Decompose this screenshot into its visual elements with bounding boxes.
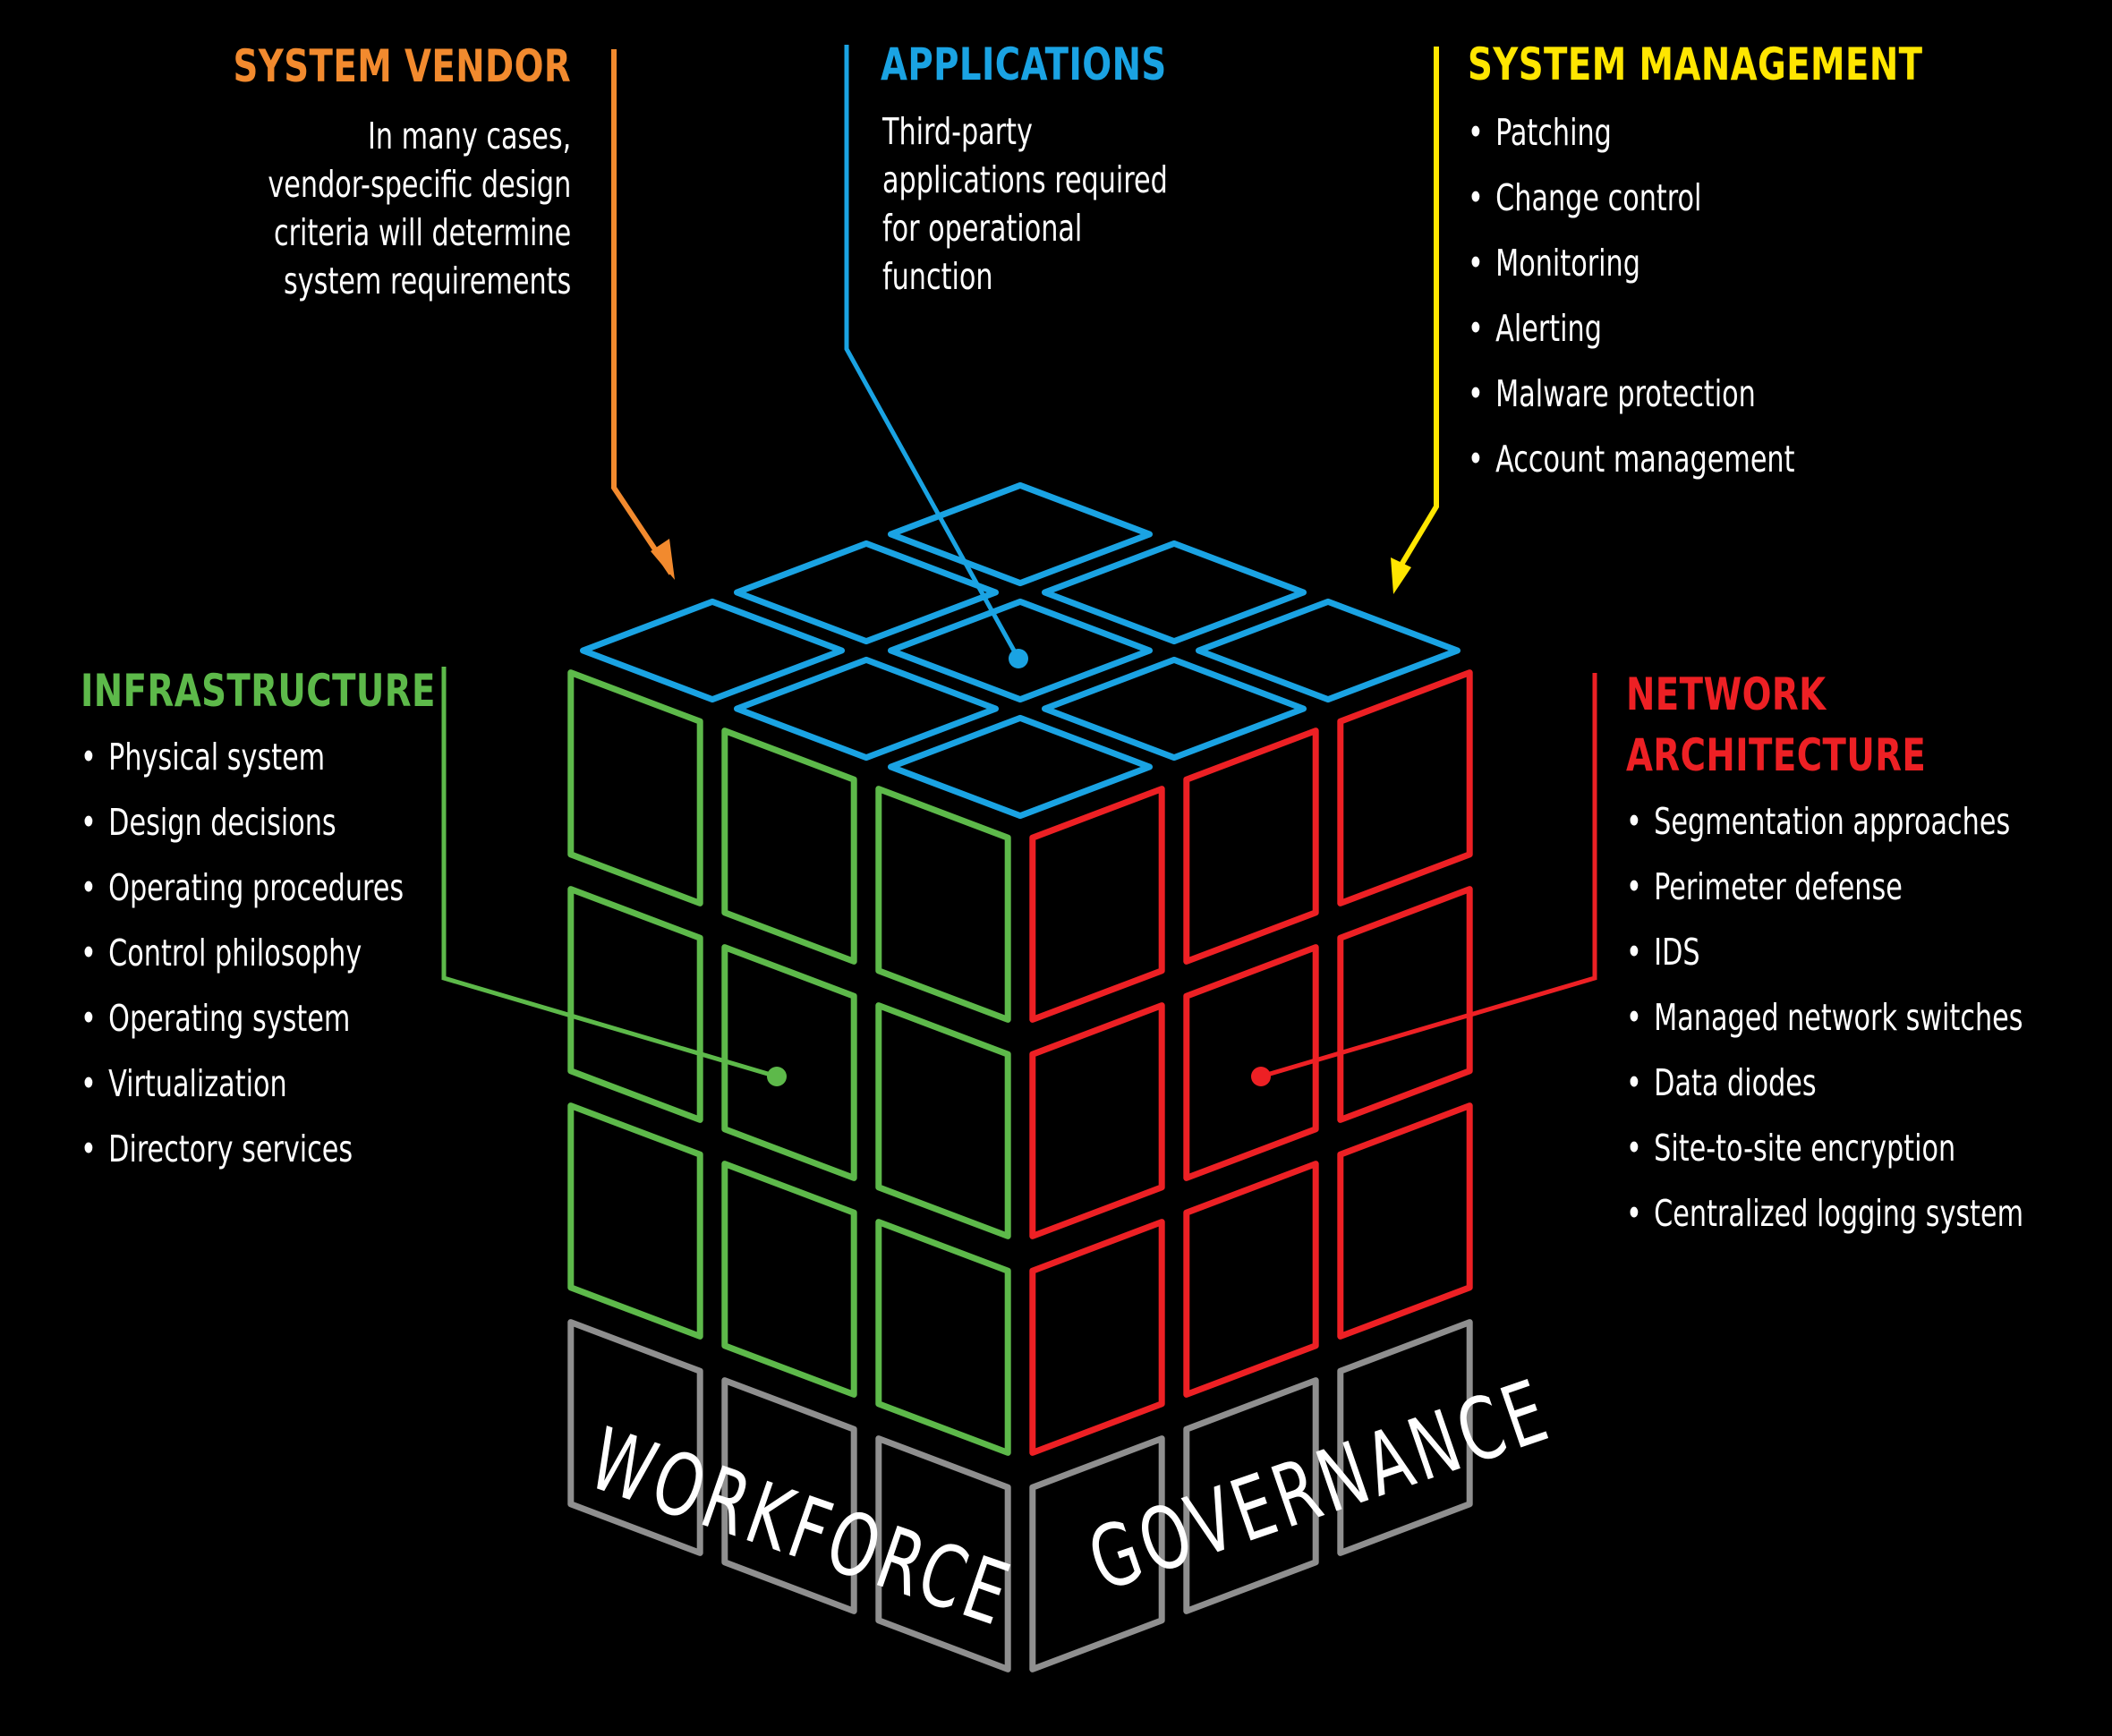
right-cell: [1029, 1219, 1165, 1456]
system-vendor-line: In many cases,: [367, 115, 571, 157]
base-right-cell: [1029, 1435, 1165, 1672]
top-cell: [1196, 598, 1461, 703]
applications-description: Third-party applications required for op…: [882, 107, 1168, 301]
left-cell: [721, 944, 857, 1181]
right-cell: [1183, 944, 1319, 1181]
top-face-applications: [580, 481, 1461, 820]
left-cell: [567, 669, 703, 906]
base-right-governance: [1029, 1319, 1473, 1672]
list-item: Centralized logging system: [1626, 1181, 2023, 1247]
applications-line: applications required: [882, 158, 1168, 201]
base-left-cell: [721, 1377, 857, 1614]
left-cell: [875, 1002, 1011, 1239]
vendor-arrow-head: [651, 539, 675, 580]
list-item: Data diodes: [1626, 1051, 2023, 1116]
base-right-cell: [1183, 1377, 1319, 1614]
base-left-workforce: [567, 1319, 1011, 1672]
left-cell: [875, 786, 1011, 1023]
network-title-line: ARCHITECTURE: [1626, 729, 1927, 781]
left-cell: [567, 886, 703, 1123]
network-title-line: NETWORK: [1626, 668, 1827, 720]
network-dot: [1251, 1067, 1271, 1086]
applications-dot: [1009, 649, 1028, 668]
system-vendor-line: vendor-specific design: [268, 163, 571, 206]
applications-leader-line: [844, 45, 1021, 660]
infrastructure-list: Physical system Design decisions Operati…: [81, 725, 404, 1182]
left-cell: [875, 1219, 1011, 1456]
base-right-cell: [1337, 1319, 1473, 1556]
list-item: Malware protection: [1468, 362, 1794, 427]
top-cell: [734, 540, 999, 645]
list-item: Monitoring: [1468, 231, 1794, 296]
infrastructure-dot: [767, 1067, 787, 1086]
list-item: Virtualization: [81, 1051, 404, 1117]
system-vendor-line: criteria will determine: [273, 211, 571, 254]
right-cell: [1337, 886, 1473, 1123]
system-vendor-description: In many cases, vendor-specific design cr…: [268, 112, 571, 305]
list-item: Operating system: [81, 986, 404, 1051]
list-item: Perimeter defense: [1626, 855, 2023, 920]
network-leader-line: [1260, 673, 1597, 1079]
system-management-list: Patching Change control Monitoring Alert…: [1468, 100, 1794, 492]
right-face-network: [1029, 669, 1473, 1456]
top-cell: [580, 598, 845, 703]
list-item: Directory services: [81, 1117, 404, 1182]
list-item: Control philosophy: [81, 921, 404, 986]
infrastructure-leader-line: [441, 667, 778, 1079]
system-management-title: SYSTEM MANAGEMENT: [1468, 38, 1923, 90]
applications-title: APPLICATIONS: [881, 38, 1167, 90]
right-cell: [1183, 728, 1319, 965]
infrastructure-title: INFRASTRUCTURE: [81, 665, 436, 717]
left-cell: [567, 1102, 703, 1340]
top-cell: [888, 598, 1153, 703]
list-item: Managed network switches: [1626, 985, 2023, 1051]
applications-line: for operational: [882, 207, 1083, 250]
base-left-cell: [567, 1319, 703, 1556]
list-item: IDS: [1626, 920, 2023, 985]
left-face-infrastructure: [567, 669, 1011, 1456]
right-cell: [1337, 1102, 1473, 1340]
vendor-leader-line: [611, 49, 674, 575]
list-item: Account management: [1468, 427, 1794, 492]
management-arrow-head: [1391, 557, 1411, 594]
top-cell: [734, 656, 999, 762]
applications-line: function: [882, 255, 993, 298]
base-left-cell: [875, 1435, 1011, 1672]
right-cell: [1337, 669, 1473, 906]
network-architecture-list: Segmentation approaches Perimeter defens…: [1626, 789, 2023, 1247]
left-cell: [721, 1161, 857, 1398]
left-cell: [721, 728, 857, 965]
system-vendor-title: SYSTEM VENDOR: [233, 40, 571, 92]
list-item: Change control: [1468, 166, 1794, 231]
top-cell: [888, 481, 1153, 587]
top-cell: [888, 714, 1153, 820]
right-cell: [1029, 1002, 1165, 1239]
network-architecture-title: NETWORK ARCHITECTURE: [1626, 664, 1926, 786]
right-cell: [1183, 1161, 1319, 1398]
list-item: Physical system: [81, 725, 404, 790]
right-cell: [1029, 786, 1165, 1023]
list-item: Design decisions: [81, 790, 404, 855]
top-cell: [1042, 540, 1307, 645]
system-vendor-line: system requirements: [283, 260, 571, 302]
list-item: Alerting: [1468, 296, 1794, 362]
list-item: Patching: [1468, 100, 1794, 166]
list-item: Site-to-site encryption: [1626, 1116, 2023, 1181]
management-leader-line: [1396, 47, 1439, 571]
list-item: Segmentation approaches: [1626, 789, 2023, 855]
top-cell: [1042, 656, 1307, 762]
list-item: Operating procedures: [81, 855, 404, 921]
applications-line: Third-party: [882, 110, 1033, 153]
